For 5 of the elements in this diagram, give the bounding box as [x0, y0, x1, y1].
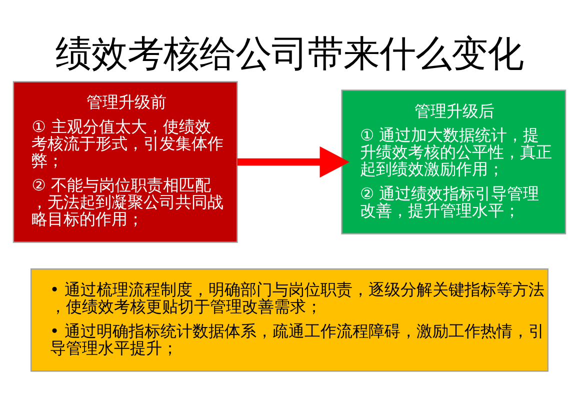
node-box: • 通过梳理流程制度，明确部门与岗位职责，逐级分解关键指标等方法，使绩效考核更贴切于管理改善需求； • 通过明确指标统计数据体系，疏通工作流程障碍，激励工作热情，引导管理水平提升； [30, 268, 549, 372]
arrow [237, 146, 350, 178]
node-box: 管理升级前 ① 主观分值太大，使绩效考核流于形式，引发集体作弊； ② 不能与岗位职责相匹配，无法起到凝聚公司共同战略目标的作用； [12, 80, 238, 242]
node-box: 管理升级后 ① 通过加大数据统计，提升绩效考核的公平性，真正起到绩效激励作用； ② 通过绩效指标引导管理改善，提升管理水平； [341, 89, 566, 234]
diagram-title: 绩效考核给公司带来什么变化 [56, 31, 524, 74]
